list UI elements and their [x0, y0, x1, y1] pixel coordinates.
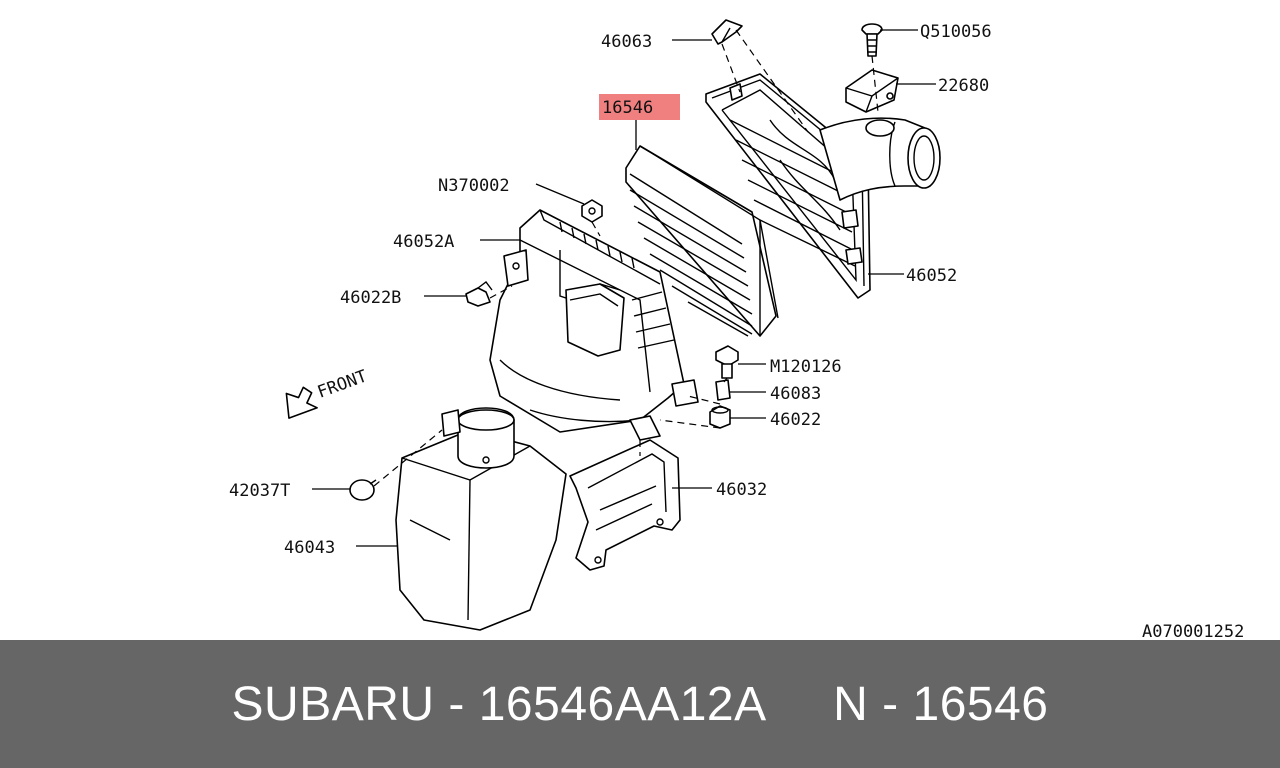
intake-duct — [819, 117, 941, 201]
reference-code: A070001252 — [1142, 622, 1244, 640]
air-filter-16546 — [625, 145, 779, 337]
label-16546: 16546 — [602, 98, 653, 118]
front-arrow-icon — [285, 386, 318, 419]
part-number-footer: SUBARU - 16546AA12A N - 16546 — [0, 640, 1280, 768]
label-46063: 46063 — [601, 32, 652, 52]
label-22680: 22680 — [938, 76, 989, 96]
parts-diagram: 46063 Q510056 22680 16546 N370002 46052A… — [229, 19, 1245, 640]
bracket-46032 — [569, 415, 681, 571]
assembly-lines — [373, 29, 879, 487]
diagram-svg: 46063 Q510056 22680 16546 N370002 46052A… — [229, 19, 1244, 640]
resonator-46043 — [395, 407, 567, 631]
sensor-22680 — [845, 69, 899, 113]
grommet-46022B — [465, 281, 493, 307]
nut-N370002 — [581, 199, 603, 223]
label-Q510056: Q510056 — [920, 22, 992, 42]
collar-46083 — [715, 379, 731, 401]
label-46052A: 46052A — [393, 232, 454, 252]
leader-lines — [312, 29, 936, 547]
part-number-text: SUBARU - 16546AA12A N - 16546 — [231, 677, 1049, 731]
label-46022B: 46022B — [340, 288, 401, 308]
clip-46063 — [711, 19, 743, 45]
label-FRONT: FRONT — [315, 366, 370, 402]
clip-42037T — [349, 479, 377, 501]
bolt-M120126 — [715, 345, 739, 379]
label-46083: 46083 — [770, 384, 821, 404]
label-42037T: 42037T — [229, 481, 290, 501]
label-M120126: M120126 — [770, 357, 842, 377]
highlight-box-16546 — [599, 94, 680, 120]
label-46052: 46052 — [906, 266, 957, 286]
label-N370002: N370002 — [438, 176, 510, 196]
screw-Q510056 — [861, 23, 883, 57]
label-46032: 46032 — [716, 480, 767, 500]
upper-case-46052 — [705, 73, 871, 299]
label-46043: 46043 — [284, 538, 335, 558]
lower-case-46052A — [489, 209, 699, 433]
grommet-46022 — [709, 405, 731, 429]
label-46022: 46022 — [770, 410, 821, 430]
